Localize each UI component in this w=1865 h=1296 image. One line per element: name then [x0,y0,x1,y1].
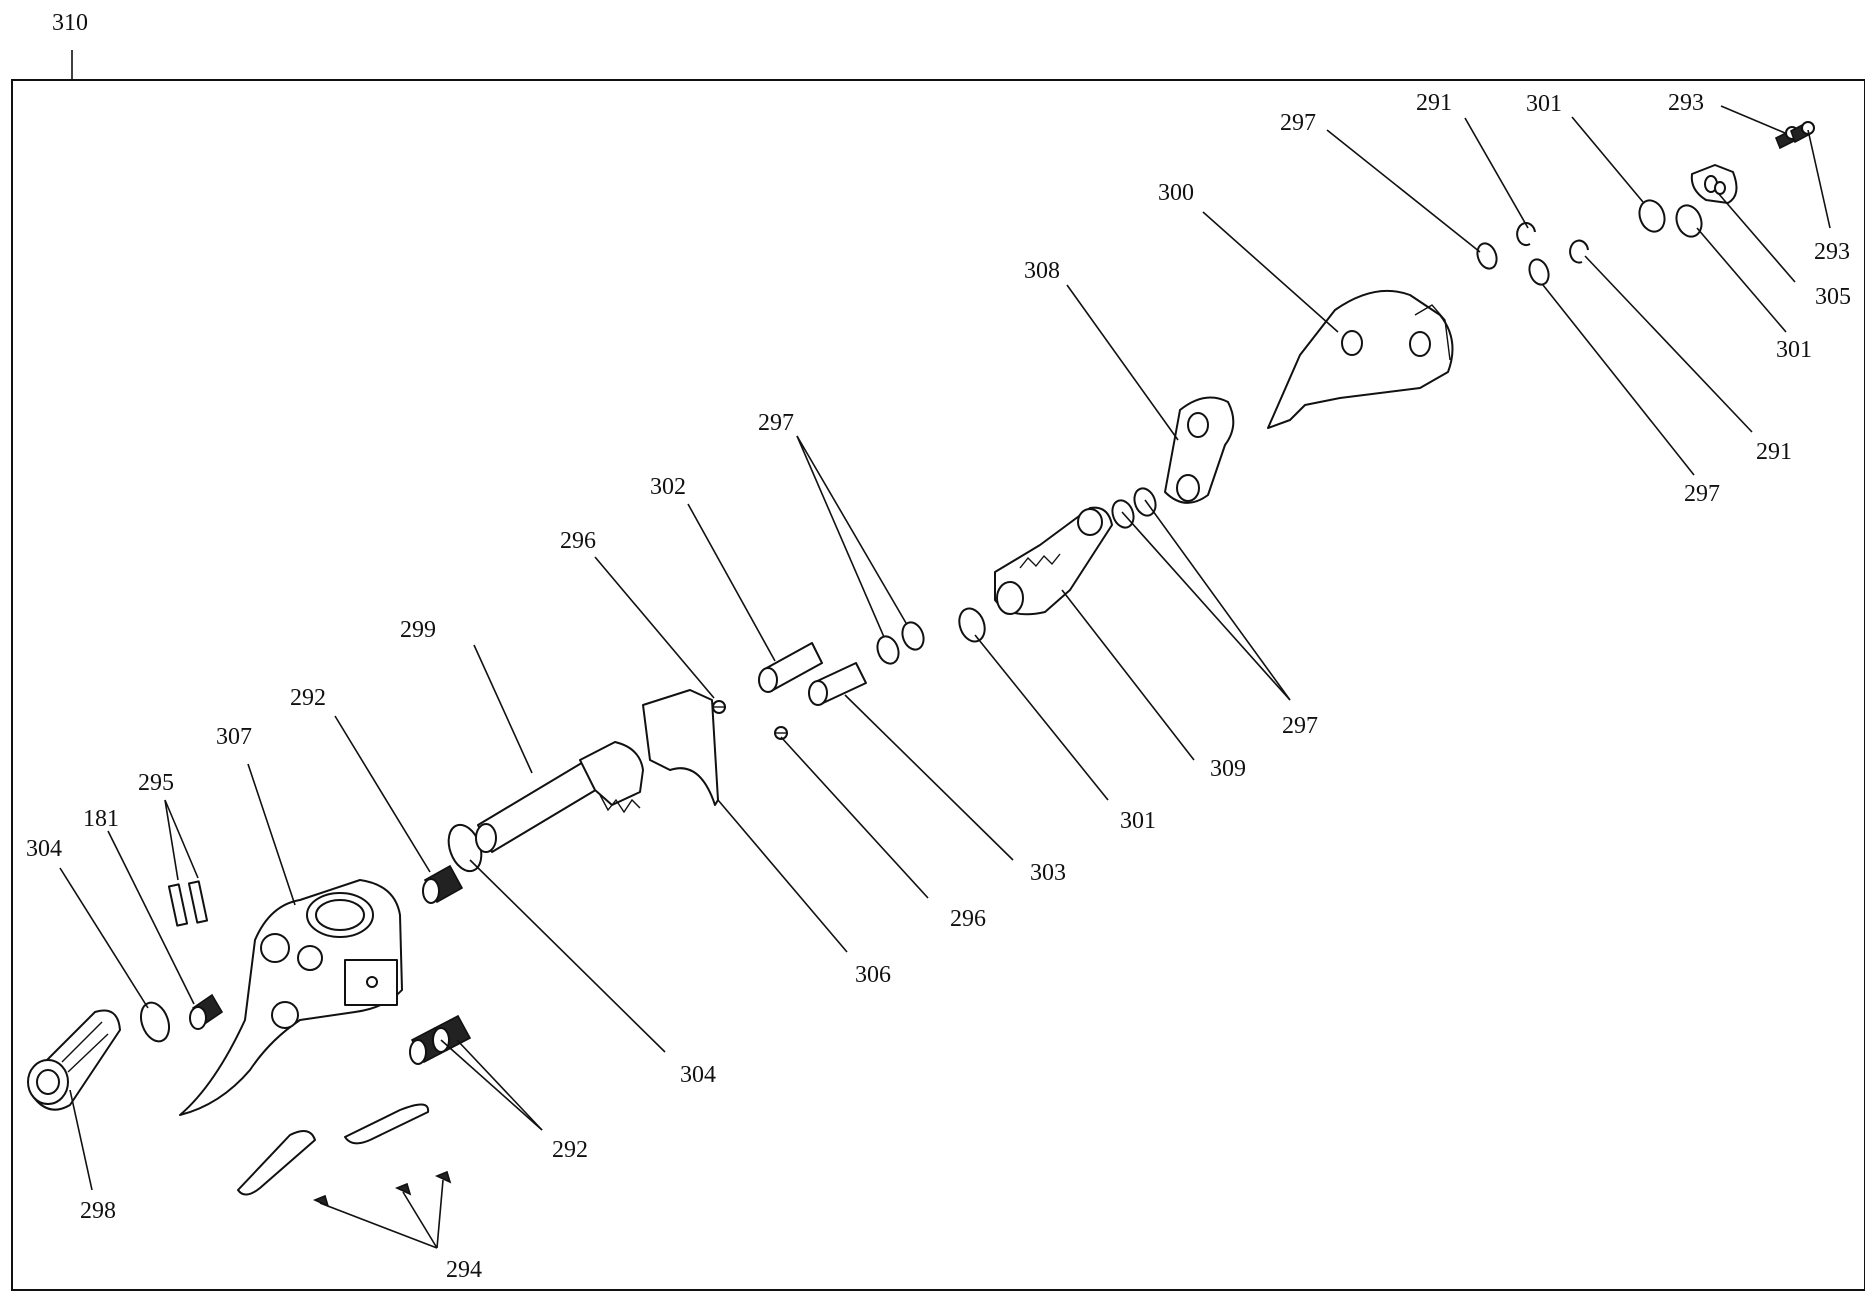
part-298-end-cap [27,1009,121,1111]
part-297-washer-center-a [876,635,900,665]
callout-302: 302 [650,474,686,500]
part-301-washer-right-a [1638,199,1666,233]
part-297-washer-center-b [901,621,925,651]
callout-301-top: 301 [1526,91,1562,117]
callout-291-right: 291 [1756,439,1792,465]
callout-294: 294 [446,1257,482,1283]
part-303-pin [808,662,867,706]
part-294-screws [312,1170,452,1208]
callout-293-right: 293 [1814,239,1850,265]
part-292-springs-lower [409,1014,472,1065]
part-301-washer-center [958,607,986,643]
callout-309: 309 [1210,756,1246,782]
callout-292-upper: 292 [290,685,326,711]
part-181-spring [189,993,224,1030]
part-309-gear-lever [994,506,1113,616]
part-291-clip-right [1569,239,1589,264]
callout-308: 308 [1024,258,1060,284]
callout-304-lower: 304 [680,1062,716,1088]
callout-297-mid: 297 [1282,713,1318,739]
part-299-shaft [475,741,644,853]
callout-297-top: 297 [1280,110,1316,136]
callout-297-center: 297 [758,410,794,436]
callout-295: 295 [138,770,174,796]
part-293-screws [1774,121,1815,150]
callout-296-lower: 296 [950,906,986,932]
part-294-blades [237,1103,430,1196]
assembly-frame [11,79,1865,1291]
part-304-washer-left [139,1001,171,1043]
callout-301-right: 301 [1776,337,1812,363]
part-305-bracket [1690,164,1738,204]
callout-300: 300 [1158,180,1194,206]
callout-181: 181 [83,806,119,832]
callout-297-right: 297 [1684,481,1720,507]
part-297-washer-right [1528,258,1550,286]
callout-298: 298 [80,1198,116,1224]
callout-303: 303 [1030,860,1066,886]
callout-292-lower: 292 [552,1137,588,1163]
part-296-screw-lower [774,726,788,740]
part-295-pins [167,880,209,927]
callout-304-left: 304 [26,836,62,862]
part-297-washer-mid-b [1133,487,1157,517]
callout-301-mid: 301 [1120,808,1156,834]
part-302-pin [758,642,823,693]
callout-293-top: 293 [1668,90,1704,116]
part-308-link [1164,396,1235,504]
part-297-washer-top [1476,242,1498,270]
callout-305: 305 [1815,284,1851,310]
part-306-plate [642,689,719,806]
callout-299: 299 [400,617,436,643]
part-300-cover [1267,289,1454,429]
part-301-washer-right-b [1675,204,1703,238]
leader-lines [59,105,1831,1249]
callout-296-upper: 296 [560,528,596,554]
callout-291-top: 291 [1416,90,1452,116]
callout-310: 310 [52,10,88,36]
part-292-spring-upper [422,864,464,904]
part-296-screw-upper [712,700,726,714]
callout-306: 306 [855,962,891,988]
callout-307: 307 [216,724,252,750]
part-291-clip-top [1516,222,1536,247]
part-307-lever-body [179,879,403,1116]
